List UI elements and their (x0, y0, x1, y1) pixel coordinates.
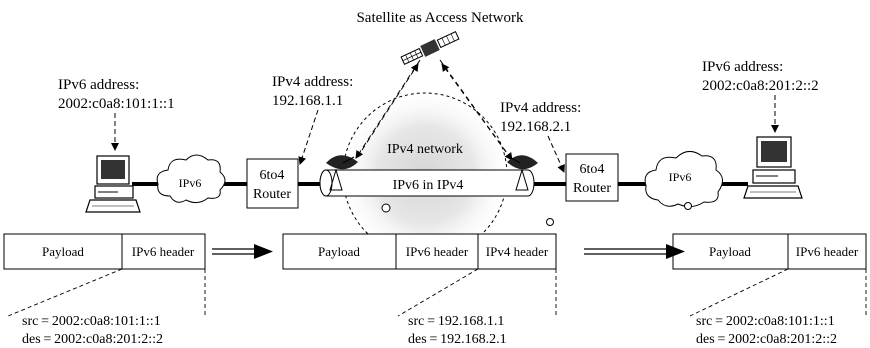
tunnel-label: IPv6 in IPv4 (393, 178, 464, 193)
right-router-ipv4-label: IPv4 address: (500, 100, 581, 116)
ipv6-cloud-right-icon (644, 151, 723, 210)
packet-left-des: des = 2002:c0a8:201:2::2 (22, 332, 163, 347)
packet-left-src: src = 2002:c0a8:101:1::1 (22, 314, 161, 329)
callout-lines (7, 268, 867, 317)
right-host-address-label: IPv6 address: (702, 59, 783, 75)
right-router-pointer (547, 135, 565, 173)
packet-left-payload: Payload (42, 244, 84, 259)
packet-middle-ipv6-header: IPv6 header (406, 244, 469, 259)
packet-middle-ipv4-header: IPv4 header (486, 244, 549, 259)
packet-middle-src: src = 192.168.1.1 (408, 314, 504, 329)
diagram-title: Satellite as Access Network (356, 10, 524, 26)
packet-middle (282, 233, 557, 270)
packet-right (672, 233, 867, 270)
computer-right-icon (743, 136, 803, 199)
bubble (381, 203, 391, 213)
router-left-line1: 6to4 (260, 168, 285, 183)
flow-arrow-right (584, 244, 685, 259)
satellite-dish-left-icon (326, 155, 358, 191)
ipv6-cloud-left-icon (156, 154, 226, 204)
packet-middle-payload: Payload (318, 244, 360, 259)
left-router-ipv4-value: 192.168.1.1 (272, 93, 343, 109)
router-right-line2: Router (573, 181, 611, 196)
left-host-address-label: IPv6 address: (58, 77, 139, 93)
left-host-address-value: 2002:c0a8:101:1::1 (58, 96, 175, 112)
left-router-ipv4-label: IPv4 address: (272, 74, 353, 90)
router-right (565, 153, 619, 202)
packet-left-ipv6-header: IPv6 header (132, 244, 195, 259)
router-right-line1: 6to4 (580, 162, 605, 177)
packet-middle-des: des = 192.168.2.1 (408, 332, 507, 347)
uplink-right (439, 59, 513, 161)
bubble (546, 218, 554, 226)
packet-right-src: src = 2002:c0a8:101:1::1 (696, 314, 835, 329)
right-router-ipv4-value: 192.168.2.1 (500, 119, 571, 135)
router-left (246, 158, 299, 209)
packet-right-ipv6-header: IPv6 header (796, 244, 859, 259)
packet-right-payload: Payload (709, 244, 751, 259)
ipv4-network-label: IPv4 network (387, 142, 463, 157)
router-left-line2: Router (253, 187, 291, 202)
right-host-address-value: 2002:c0a8:201:2::2 (702, 78, 819, 94)
uplink-left (355, 59, 421, 159)
packet-right-des: des = 2002:c0a8:201:2::2 (696, 332, 837, 347)
ipv6-cloud-right-label: IPv6 (669, 170, 692, 184)
flow-arrow-left (212, 244, 273, 259)
left-router-pointer (298, 109, 319, 165)
satellite-icon (400, 31, 460, 65)
computer-left-icon (85, 155, 141, 213)
ipv6-cloud-left-label: IPv6 (179, 176, 202, 190)
packet-left (3, 233, 206, 270)
satellite-dish-right-icon (507, 155, 538, 191)
